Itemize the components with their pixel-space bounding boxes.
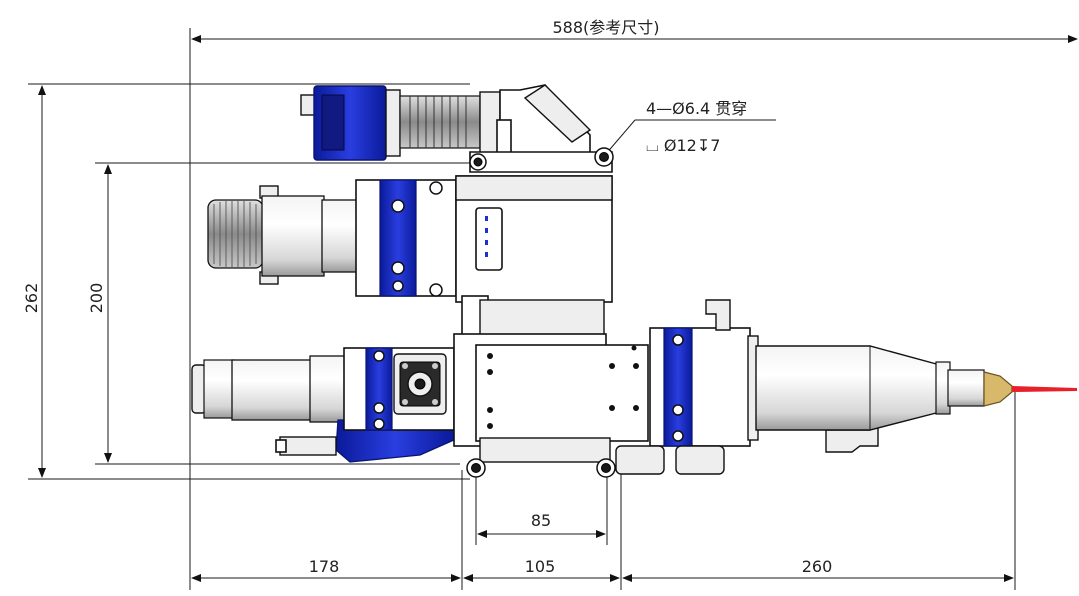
nozzle-tip — [983, 371, 1013, 407]
camera-body-panel — [321, 94, 345, 151]
right-clamp-screw-3 — [672, 430, 684, 442]
dim-200-label: 200 — [87, 283, 106, 314]
lower-clamp-screw-1 — [373, 350, 385, 362]
nozzle-assembly — [747, 335, 1077, 441]
water-fitting-left — [279, 436, 337, 456]
gas-fitting-top — [705, 299, 731, 331]
lower-clamp-screw-3 — [373, 418, 385, 430]
nozzle-body — [947, 369, 985, 407]
upper-lens-knurl-lines — [213, 201, 257, 267]
dim-260-label: 260 — [802, 557, 833, 576]
upper-housing-screw-1 — [429, 181, 443, 195]
upper-collimator-tube — [261, 195, 325, 277]
lower-blue-clamp-right — [663, 327, 693, 447]
dim-262-label: 262 — [22, 283, 41, 314]
mirror-housing-face — [523, 84, 592, 143]
qbh-tube — [231, 359, 313, 421]
lower-clamp-screw-2 — [373, 402, 385, 414]
upper-to-lower-neck — [479, 299, 605, 337]
nozzle-cone — [755, 345, 941, 431]
camera-mount-plate — [469, 151, 613, 173]
callout-leader — [604, 119, 636, 156]
upper-clamp-screw-1 — [391, 199, 405, 213]
right-clamp-screw-1 — [672, 334, 684, 346]
water-fitting-bottom-2 — [675, 445, 725, 475]
upper-housing-top-face — [455, 175, 613, 201]
upper-lens-knurl — [207, 199, 264, 269]
water-fitting-bottom-1 — [615, 445, 665, 475]
qbh-sleeve — [309, 355, 347, 423]
lower-panel-holes — [487, 345, 639, 429]
camera-connector — [300, 94, 316, 116]
upper-window — [475, 207, 503, 271]
dim-178-label: 178 — [309, 557, 340, 576]
upper-blue-clamp — [379, 179, 417, 297]
dim-85-label: 85 — [531, 511, 551, 530]
lower-center-panel — [475, 344, 649, 442]
qbh-collar — [203, 359, 235, 419]
camera-lens-barrel — [399, 95, 481, 149]
callout-counterbore: ⌴ Ø12↧7 — [646, 136, 720, 155]
right-clamp-screw-2 — [672, 404, 684, 416]
dimension-lines — [28, 28, 1078, 590]
upper-window-marks — [485, 216, 488, 257]
camera-lens-knurl — [409, 96, 467, 148]
upper-collimator-sleeve — [321, 199, 359, 273]
callout-through-hole: 4—Ø6.4 贯穿 — [646, 99, 747, 118]
camera-mount-ring — [385, 89, 401, 157]
upper-clamp-screw-2 — [391, 261, 405, 275]
hole-callout: 4—Ø6.4 贯穿 ⌴ Ø12↧7 — [604, 99, 776, 156]
dim-105-label: 105 — [525, 557, 556, 576]
water-fitting-tip — [275, 439, 287, 453]
lower-bottom-rail — [479, 437, 611, 463]
laser-beam — [1012, 386, 1077, 392]
upper-module — [207, 175, 613, 337]
upper-clamp-screw-3 — [392, 280, 404, 292]
camera-assembly — [300, 84, 614, 173]
dim-overall-length-label: 588(参考尺寸) — [552, 18, 659, 37]
upper-housing-screw-2 — [429, 283, 443, 297]
